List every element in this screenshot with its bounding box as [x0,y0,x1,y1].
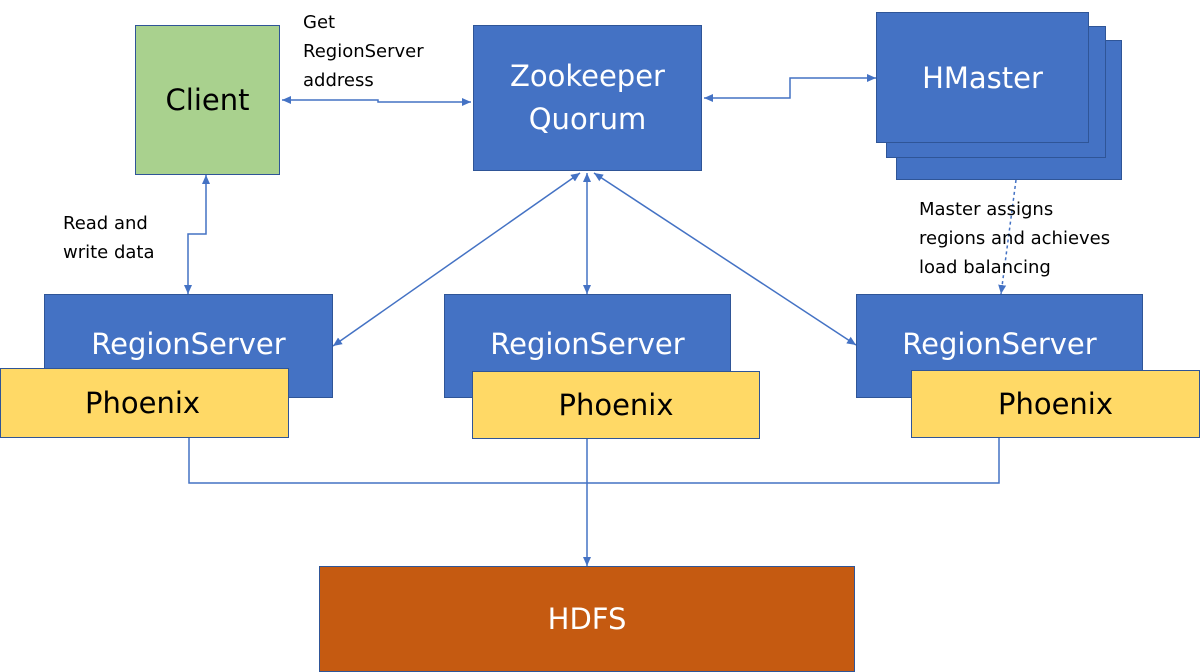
regionserver-label: RegionServer [902,327,1097,361]
zookeeper-hmaster-arrow [704,74,876,102]
get-address-label: Get RegionServer address [303,12,424,91]
zookeeper-regionserver-left-arrow [332,172,581,347]
hdfs-label: HDFS [547,602,627,636]
phoenix-box-right: Phoenix [911,370,1200,438]
client-regionserver-arrow [184,175,210,294]
client-label: Client [165,83,250,117]
hmaster-regionserver-dashed-arrow [998,179,1017,295]
zookeeper-label: Zookeeper Quorum [510,59,665,136]
zookeeper-quorum-box: Zookeeper Quorum [473,25,702,171]
phoenix-box-center: Phoenix [472,371,760,439]
hmaster-label: HMaster [922,61,1043,95]
regionserver-label: RegionServer [490,327,685,361]
phoenix-label: Phoenix [558,388,674,422]
hdfs-box: HDFS [319,566,855,672]
phoenix-hdfs-connector [188,438,1000,484]
client-box: Client [135,25,280,175]
regionserver-label: RegionServer [91,327,286,361]
master-assigns-label: Master assigns regions and achieves load… [919,199,1111,278]
client-zookeeper-arrow [282,96,471,106]
phoenix-box-left: Phoenix [0,368,289,438]
read-write-label: Read and write data [63,213,155,263]
zookeeper-regionserver-right-arrow [593,172,857,346]
phoenix-label: Phoenix [85,386,201,420]
phoenix-label: Phoenix [997,387,1114,421]
hmaster-box: HMaster [876,12,1089,143]
